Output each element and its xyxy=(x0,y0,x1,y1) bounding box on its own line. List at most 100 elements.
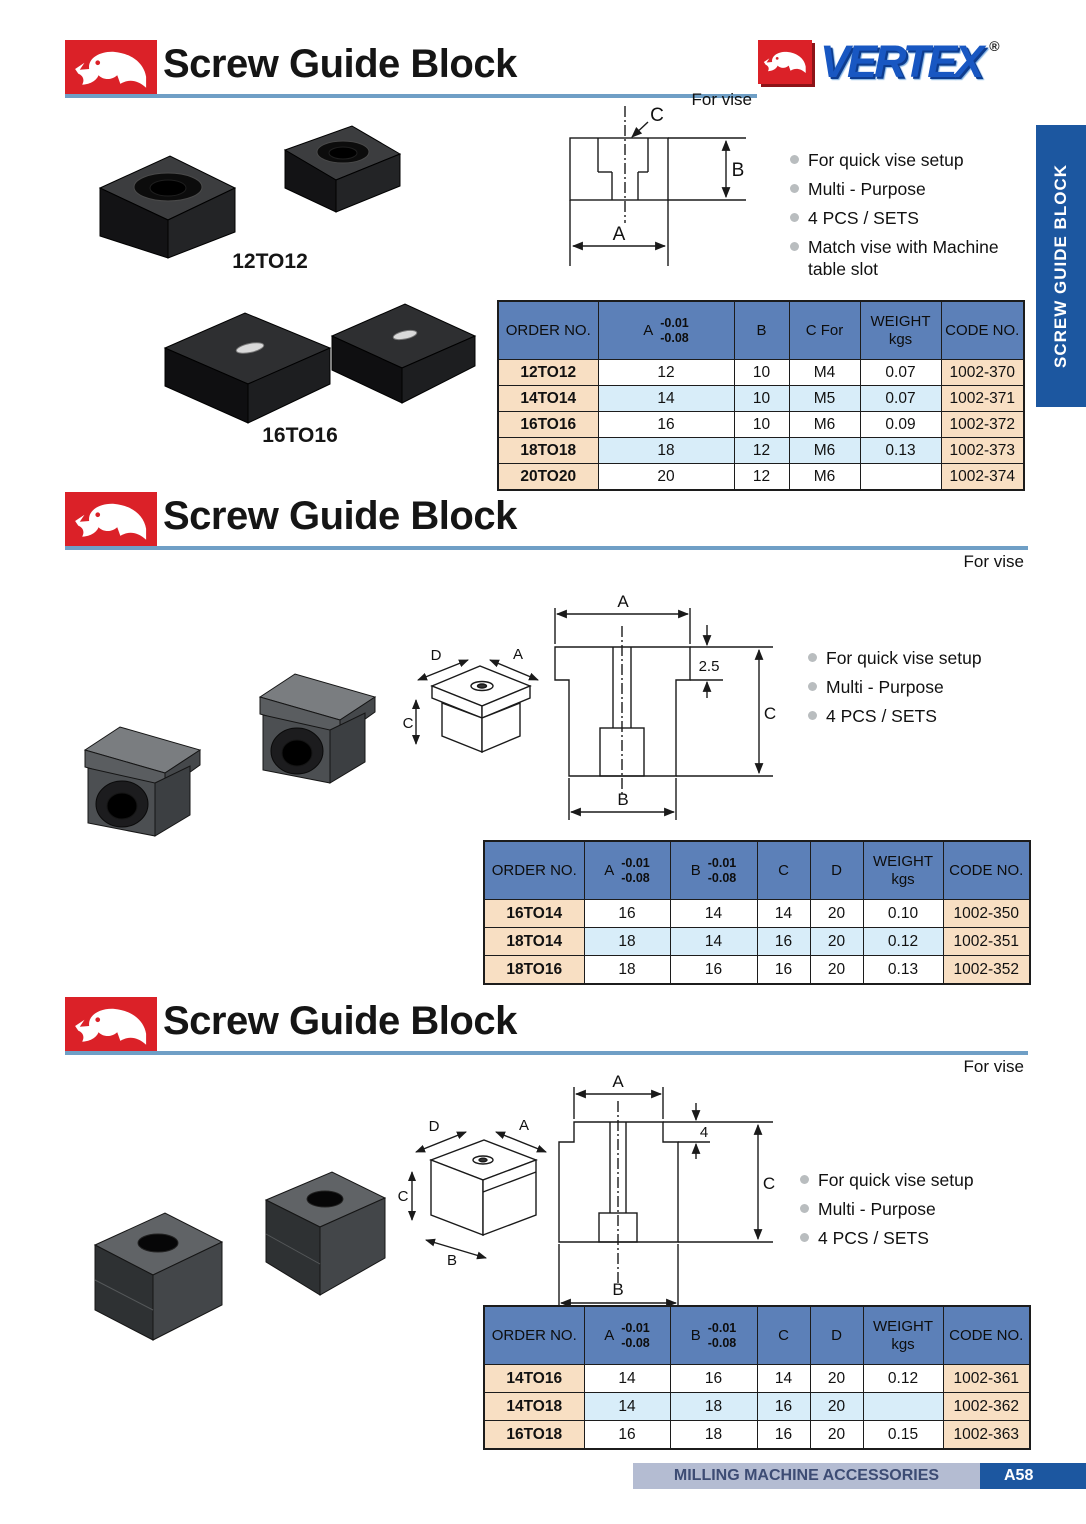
table-cell: 18 xyxy=(669,1392,758,1421)
diagram-label-step: 2.5 xyxy=(699,658,720,675)
diagram-label-d: D xyxy=(429,1120,440,1135)
eagle-icon xyxy=(65,40,157,98)
diagram-label-c: C xyxy=(764,704,776,723)
table-cell: 18TO14 xyxy=(483,927,585,956)
table-cell: 16 xyxy=(669,955,758,985)
dimension-diagram: A 4 C B xyxy=(558,1073,775,1311)
table-cell: 1002-361 xyxy=(942,1364,1031,1393)
bullet-text: For quick vise setup xyxy=(808,150,964,170)
table-cell: 16 xyxy=(583,899,671,928)
bullet-item: 4 PCS / SETS xyxy=(790,208,1040,230)
side-tab-label: SCREW GUIDE BLOCK xyxy=(1051,164,1070,368)
table-cell: M4 xyxy=(788,359,861,386)
table-cell: 0.09 xyxy=(859,411,942,438)
table-cell: 12TO12 xyxy=(497,359,599,386)
table-cell: M5 xyxy=(788,385,861,412)
table-cell: 20 xyxy=(809,1392,864,1421)
for-vise-label: For vise xyxy=(963,552,1024,571)
diagram-label-b: B xyxy=(617,790,628,809)
for-vise-label: For vise xyxy=(691,90,752,109)
column-header: ORDER NO. xyxy=(483,1305,585,1365)
column-header: ORDER NO. xyxy=(483,840,585,900)
table-cell: 20 xyxy=(809,899,864,928)
column-header: B xyxy=(733,300,790,360)
table-cell: 0.10 xyxy=(862,899,944,928)
table-cell: 18TO16 xyxy=(483,955,585,985)
footer-bar: MILLING MACHINE ACCESSORIES xyxy=(633,1463,980,1489)
bullet-text: Multi - Purpose xyxy=(818,1198,936,1219)
table-cell: 0.13 xyxy=(862,955,944,985)
bullet-dot-icon xyxy=(808,710,817,720)
bullet-dot-icon xyxy=(790,183,799,193)
isometric-diagram: D A C xyxy=(403,648,539,754)
table-cell xyxy=(859,463,942,491)
table-cell: 12 xyxy=(597,359,735,386)
diagram-label-b: B xyxy=(447,1252,457,1269)
bullet-text: 4 PCS / SETS xyxy=(826,705,937,726)
table-cell: 1002-370 xyxy=(940,359,1025,386)
table-cell: 14TO14 xyxy=(497,385,599,412)
table-cell: M6 xyxy=(788,463,861,491)
table-cell: 0.12 xyxy=(862,927,944,956)
diagram-label-c: C xyxy=(398,1188,409,1205)
table-cell: 14 xyxy=(669,899,758,928)
page-title: Screw Guide Block xyxy=(163,999,517,1043)
side-tab: SCREW GUIDE BLOCK xyxy=(1036,125,1086,407)
bullet-dot-icon xyxy=(800,1175,809,1184)
column-header: CODE NO. xyxy=(940,300,1025,360)
diagram-label-step: 4 xyxy=(700,1124,708,1141)
bullet-item: Multi - Purpose xyxy=(808,677,1038,699)
diagram-label-a: A xyxy=(613,224,626,245)
diagram-label-c: C xyxy=(763,1174,775,1193)
table-cell: 0.12 xyxy=(862,1364,944,1393)
table-cell: 14 xyxy=(756,899,811,928)
registered-mark: ® xyxy=(989,38,1000,54)
table-cell: 1002-350 xyxy=(942,899,1031,928)
table-cell: 12 xyxy=(733,437,790,464)
diagram-label-b: B xyxy=(732,160,745,181)
diagram-label-a: A xyxy=(513,648,523,663)
eagle-icon xyxy=(65,492,157,550)
column-header: B-0.01-0.08 xyxy=(669,1305,758,1365)
bullet-text: Multi - Purpose xyxy=(808,178,926,199)
table-cell: 0.07 xyxy=(859,385,942,412)
eagle-icon xyxy=(75,51,147,88)
column-header: B-0.01-0.08 xyxy=(669,840,758,900)
dimension-diagram: C B A xyxy=(569,105,746,266)
photo-label: 16TO16 xyxy=(262,424,338,447)
diagram-label-a: A xyxy=(612,1073,624,1091)
diagram-label-d: D xyxy=(431,648,442,664)
bullet-dot-icon xyxy=(800,1203,809,1213)
diagram-label-a: A xyxy=(519,1120,529,1134)
table-cell: 20 xyxy=(809,1364,864,1393)
bullet-list: For quick vise setup Multi - Purpose 4 P… xyxy=(808,648,1038,728)
table-cell: 1002-371 xyxy=(940,385,1025,412)
eagle-eye xyxy=(95,60,101,66)
table-cell: 14TO18 xyxy=(483,1392,585,1421)
table-cell: 14 xyxy=(583,1392,671,1421)
table-cell: 14 xyxy=(583,1364,671,1393)
table-cell: 18 xyxy=(597,437,735,464)
product-photo xyxy=(83,673,377,837)
column-header: A-0.01-0.08 xyxy=(597,300,735,360)
bullet-item: Multi - Purpose xyxy=(790,179,1040,201)
dimension-diagram: A 2.5 C B xyxy=(554,592,776,820)
table-cell: 1002-351 xyxy=(942,927,1031,956)
bullet-text: For quick vise setup xyxy=(826,648,982,668)
bullet-item: 4 PCS / SETS xyxy=(808,706,1038,728)
table-cell: 20TO20 xyxy=(497,463,599,491)
bullet-text: 4 PCS / SETS xyxy=(818,1227,929,1248)
bullet-item: Match vise with Machine table slot xyxy=(790,237,1040,281)
table-cell: 14TO16 xyxy=(483,1364,585,1393)
